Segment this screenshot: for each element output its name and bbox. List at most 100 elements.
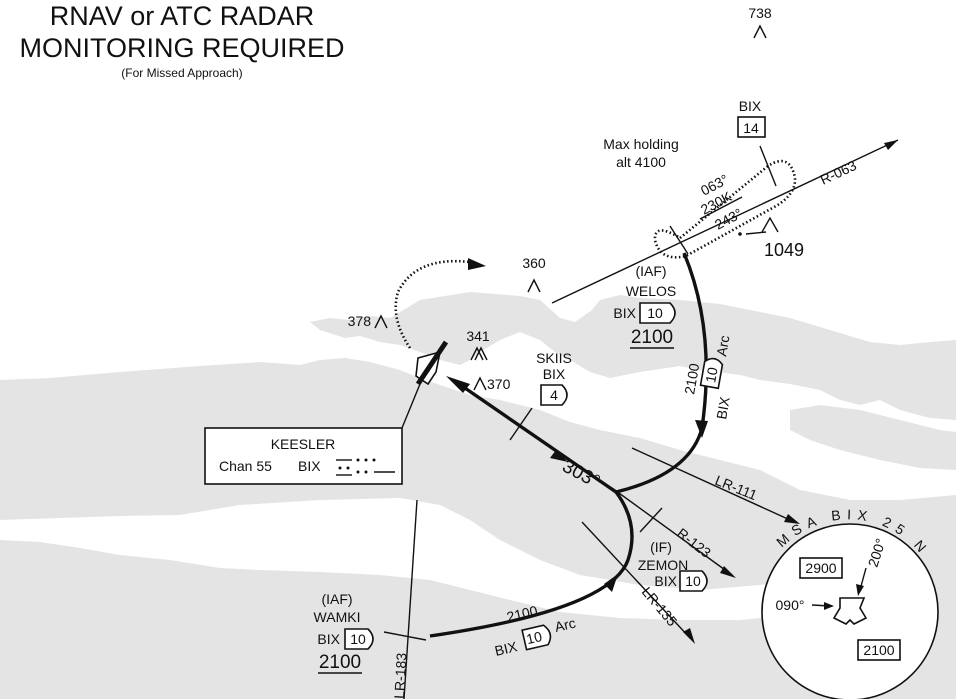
bix14-dme-box [737, 116, 766, 138]
zemon-name: ZEMON [638, 557, 689, 573]
leadradial-135 [581, 521, 691, 639]
obstacle-360-icon [527, 278, 541, 293]
zemon-tick [639, 507, 663, 533]
missed-approach-track [394, 259, 471, 349]
south-arc-nav: BIX [493, 638, 519, 659]
navaid-box [204, 427, 403, 485]
east-arc-dme-box [699, 357, 724, 390]
skiis-dme-box [540, 384, 568, 406]
msa-navaid-symbol [832, 597, 868, 625]
radial-063-arrow [884, 140, 898, 150]
east-arc-dme-box-group: 10 [699, 357, 724, 390]
radial-123-arrow [720, 566, 736, 578]
msa-alt-se: 2100 [863, 642, 894, 658]
skiis-name: SKIIS [536, 350, 572, 366]
final-course [461, 384, 617, 494]
holding-fix-tick [759, 145, 777, 187]
final-course-arrow-up [446, 376, 470, 393]
land-coast-north [310, 292, 956, 420]
east-arc-alt: 2100 [681, 362, 702, 396]
obstacle-1049-label: 1049 [764, 240, 804, 260]
msa-alt-se-box [857, 639, 901, 661]
zemon-dme: 10 [685, 573, 701, 589]
skiis-nav: BIX [543, 366, 566, 382]
wamki-role: (IAF) [321, 591, 352, 607]
south-arc [429, 490, 634, 638]
radial-063 [551, 139, 899, 304]
msa-brg-up-arrow [856, 584, 864, 596]
wamki-alt: 2100 [319, 652, 361, 673]
bix14-dme: 14 [743, 120, 759, 136]
skiis-dme: 4 [550, 387, 558, 403]
obstacle-738-label: 738 [748, 5, 772, 21]
obstacle-738-icon [753, 24, 767, 39]
obstacle-370-label: 370 [487, 376, 511, 392]
south-arc-arrow [604, 574, 618, 592]
title-line1: RNAV or ATC RADAR [50, 1, 315, 31]
leadradial-183-label: LR-183 [391, 652, 409, 699]
welos-dme: 10 [647, 305, 663, 321]
navaid-chan: Chan 55 [219, 458, 272, 474]
obstacle-1049-icon [761, 216, 779, 233]
leadradial-183 [403, 499, 418, 699]
radial-123 [611, 487, 733, 576]
welos-alt: 2100 [631, 327, 673, 348]
skiis-tick [509, 407, 533, 441]
welos-role: (IAF) [635, 263, 666, 279]
navaid-ident: BIX [298, 458, 321, 474]
leadradial-111 [631, 447, 791, 521]
obstacle-378-label: 378 [348, 313, 372, 329]
south-arc-dme-box [521, 624, 552, 651]
holding-max-alt: Max holding [603, 136, 679, 152]
obstacle-341-label: 341 [466, 328, 490, 344]
obstacle-360-label: 360 [522, 255, 546, 271]
title-line2: MONITORING REQUIRED [19, 33, 344, 63]
wamki-nav: BIX [317, 631, 340, 647]
wamki-tick [383, 631, 427, 641]
msa-brg-left: 090° [776, 597, 805, 613]
obstacle-370-icon [473, 376, 487, 391]
obstacle-378-icon [374, 314, 388, 329]
missed-approach-arrow [468, 258, 486, 270]
leadradial-135-arrow [683, 628, 695, 644]
holding-pattern [653, 159, 797, 259]
zemon-nav: BIX [654, 573, 677, 589]
wamki-dme: 10 [350, 631, 366, 647]
zemon-role: (IF) [650, 539, 672, 555]
msa-alt-nw-box [799, 557, 843, 579]
obstacle-341-icon [470, 346, 488, 361]
leadradial-111-arrow [784, 514, 800, 524]
airport-symbol [415, 340, 449, 386]
east-arc-nav: BIX [713, 395, 733, 421]
bix14-nav: BIX [739, 98, 762, 114]
south-arc-dme-box-group: 10 [521, 624, 552, 651]
obstacle-1049-pointer [745, 231, 767, 235]
land-east [790, 405, 956, 470]
east-arc-word: Arc [713, 334, 732, 357]
wamki-name: WAMKI [314, 609, 361, 625]
welos-name: WELOS [626, 283, 677, 299]
south-arc-dme: 10 [525, 628, 544, 647]
navaid-morse [336, 458, 395, 476]
obstacle-1049-dot [738, 232, 742, 236]
holding-max-alt2: alt 4100 [616, 154, 666, 170]
navaid-leader [401, 383, 421, 429]
welos-dme-box [639, 302, 676, 324]
title-note: (For Missed Approach) [121, 66, 242, 80]
south-arc-alt: 2100 [505, 602, 539, 625]
navaid-name: KEESLER [271, 436, 336, 452]
msa-alt-nw: 2900 [805, 560, 836, 576]
zemon-dme-box [679, 570, 708, 592]
water-inlet [0, 498, 820, 620]
east-arc-dme: 10 [702, 366, 720, 384]
holding-speed-bar [699, 196, 743, 220]
wamki-dme-box [344, 628, 374, 650]
south-arc-word: Arc [553, 615, 577, 635]
welos-nav: BIX [613, 305, 636, 321]
welos-tick [669, 225, 689, 255]
airport-runway [415, 340, 449, 386]
final-course-arrow-mid [550, 450, 568, 462]
east-arc [682, 252, 708, 429]
